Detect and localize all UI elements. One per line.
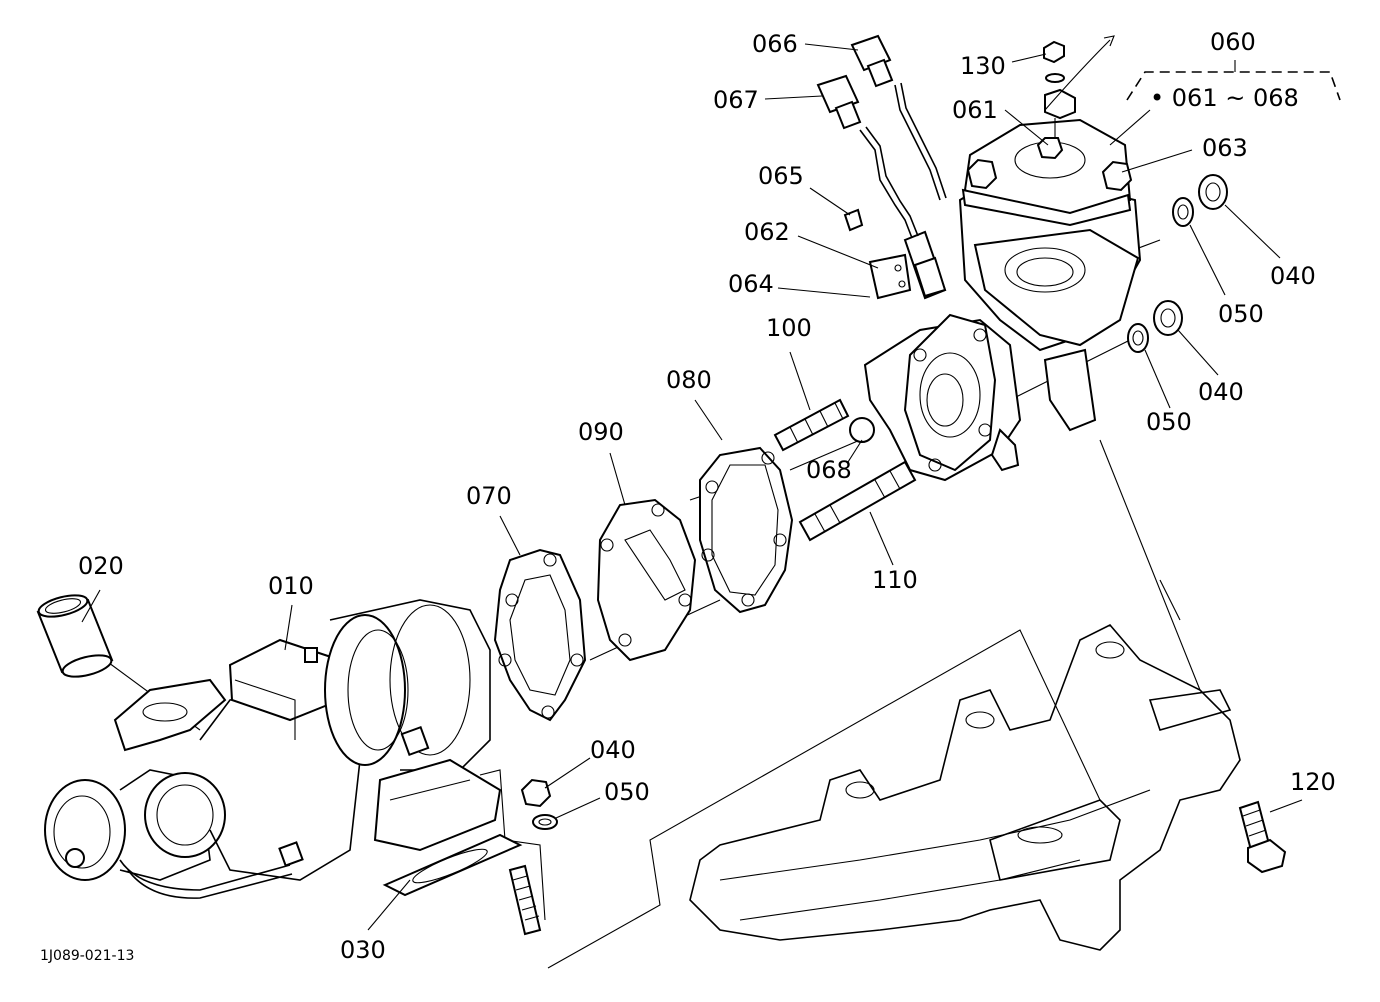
label-120: 120 bbox=[1290, 768, 1336, 796]
label-040-middle: 040 bbox=[1198, 378, 1244, 406]
exhaust-manifold bbox=[689, 579, 1241, 951]
label-010: 010 bbox=[268, 572, 314, 600]
label-062: 062 bbox=[744, 218, 790, 246]
label-050-lower: 050 bbox=[604, 778, 650, 806]
stud-bolt bbox=[508, 864, 542, 936]
group-bracket bbox=[1126, 71, 1341, 101]
drawing-code: 1J089-021-13 bbox=[40, 948, 134, 964]
plate-090 bbox=[596, 498, 697, 662]
label-067: 067 bbox=[713, 86, 759, 114]
leader-lines bbox=[81, 43, 1303, 931]
label-063: 063 bbox=[1202, 134, 1248, 162]
gasket-070 bbox=[493, 548, 587, 722]
label-040-upper: 040 bbox=[1270, 262, 1316, 290]
valve-housing bbox=[863, 35, 1142, 482]
label-080: 080 bbox=[666, 366, 712, 394]
label-065: 065 bbox=[758, 162, 804, 190]
label-066: 066 bbox=[752, 30, 798, 58]
label-050-middle: 050 bbox=[1146, 408, 1192, 436]
turbocharger bbox=[44, 599, 502, 899]
gasket-030 bbox=[382, 833, 523, 897]
label-030: 030 bbox=[340, 936, 386, 964]
stud-110 bbox=[798, 460, 917, 542]
label-068: 068 bbox=[806, 456, 852, 484]
nut-washer-lower bbox=[520, 778, 558, 830]
stud-100 bbox=[773, 398, 850, 452]
gasket-080 bbox=[699, 446, 794, 614]
label-020: 020 bbox=[78, 552, 124, 580]
label-range: • 061 ~ 068 bbox=[1150, 84, 1299, 112]
label-130: 130 bbox=[960, 52, 1006, 80]
label-100: 100 bbox=[766, 314, 812, 342]
label-110: 110 bbox=[872, 566, 918, 594]
label-064: 064 bbox=[728, 270, 774, 298]
label-070: 070 bbox=[466, 482, 512, 510]
ball-068 bbox=[849, 417, 875, 443]
label-061: 061 bbox=[952, 96, 998, 124]
label-060: 060 bbox=[1210, 28, 1256, 56]
label-040-lower: 040 bbox=[590, 736, 636, 764]
sensor-wiring bbox=[816, 34, 947, 300]
label-050-upper: 050 bbox=[1218, 300, 1264, 328]
bolt-120 bbox=[1238, 800, 1287, 874]
nuts-washers-upper bbox=[1127, 174, 1228, 353]
pipe-020 bbox=[36, 594, 114, 678]
label-090: 090 bbox=[578, 418, 624, 446]
part-labels: 020 010 030 040 050 070 090 080 100 068 … bbox=[40, 28, 1336, 964]
